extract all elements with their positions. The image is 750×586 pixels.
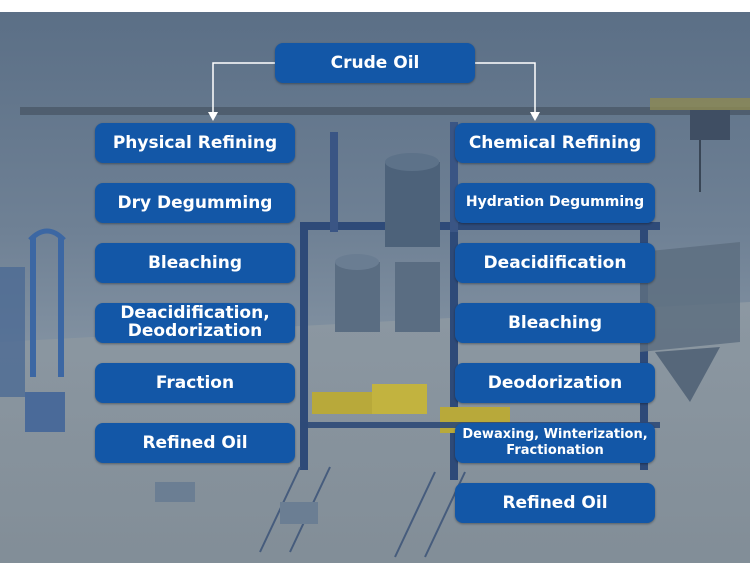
right-node-deacidification: Deacidification [455,243,655,283]
right-node-bleaching: Bleaching [455,303,655,343]
right-node-deodorization: Deodorization [455,363,655,403]
right-node-hydration-degumming: Hydration Degumming [455,183,655,223]
left-node-fraction: Fraction [95,363,295,403]
crude-oil-node: Crude Oil [275,43,475,83]
connector-to-physical-refining [212,62,275,114]
connector-lines [208,62,540,121]
left-node-physical-refining: Physical Refining [95,123,295,163]
left-node-deacidification-deodorization: Deacidification, Deodorization [95,303,295,343]
left-node-bleaching: Bleaching [95,243,295,283]
left-node-refined-oil: Refined Oil [95,423,295,463]
diagram-canvas: Crude Oil Physical Refining Dry Degummin… [0,12,750,563]
arrowhead-right [530,112,540,121]
arrowhead-left [208,112,218,121]
right-node-refined-oil: Refined Oil [455,483,655,523]
right-node-chemical-refining: Chemical Refining [455,123,655,163]
right-node-dewaxing-winterization-fractionation: Dewaxing, Winterization, Fractionation [455,423,655,463]
left-node-dry-degumming: Dry Degumming [95,183,295,223]
connector-to-chemical-refining [475,62,536,114]
